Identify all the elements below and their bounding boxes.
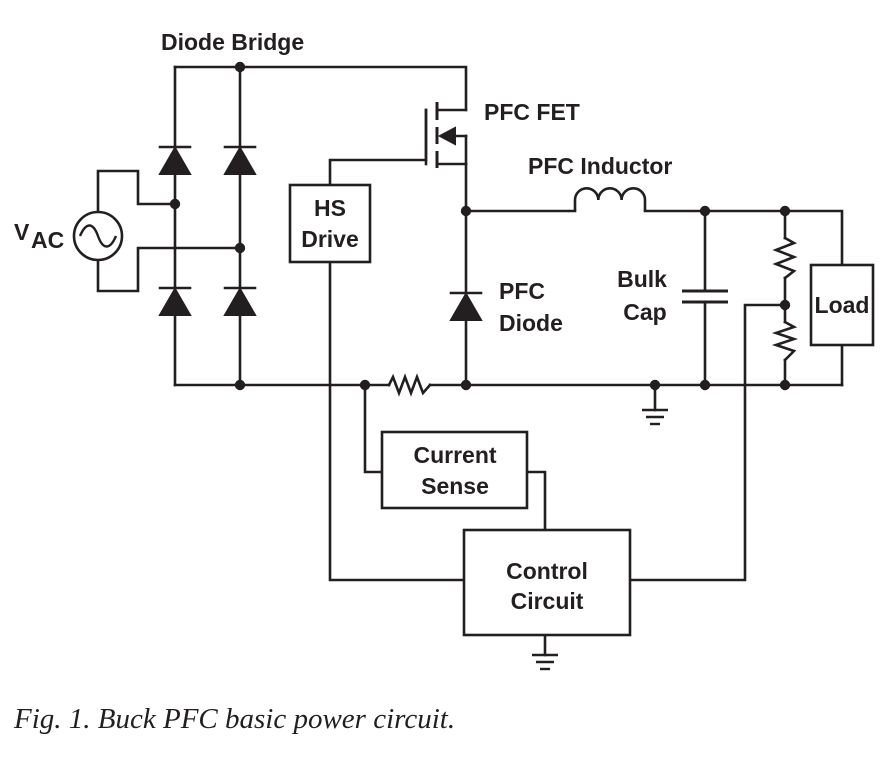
vac-label-subscript: AC: [31, 227, 64, 253]
load-box: [809, 263, 875, 347]
vac-label-main: V: [14, 219, 30, 245]
figure-caption: Fig. 1. Buck PFC basic power circuit.: [13, 703, 455, 735]
ground-symbol-control: [532, 653, 558, 671]
control-circuit-label-line2: Circuit: [511, 588, 584, 614]
control-circuit-label-line1: Control: [506, 558, 588, 584]
divider-resistor-top: [772, 236, 798, 280]
bridge-diode-top-right: [223, 145, 257, 175]
current-sense-label-line1: Current: [413, 442, 496, 468]
pfc-diode-label-line1: PFC: [499, 278, 545, 304]
load-label: Load: [815, 292, 870, 318]
divider-resistor-bottom: [771, 320, 799, 362]
hs-drive-label-line2: Drive: [301, 226, 359, 252]
bulk-cap-label-line2: Cap: [623, 299, 666, 325]
pfc-inductor: [573, 187, 647, 211]
current-sense-box: [380, 430, 529, 510]
pfc-fet: [424, 102, 468, 168]
pfc-inductor-label: PFC Inductor: [528, 153, 672, 179]
bridge-diode-bottom-left: [158, 286, 192, 316]
bulk-cap-label-line1: Bulk: [617, 266, 667, 292]
wiring: [96, 65, 844, 657]
bulk-capacitor: [682, 289, 728, 304]
pfc-fet-label: PFC FET: [484, 99, 580, 125]
bridge-diode-top-left: [158, 145, 192, 175]
pfc-diode: [449, 291, 483, 321]
junction-dots: [169, 61, 791, 391]
hs-drive-label-line1: HS: [314, 195, 346, 221]
sense-resistor: [387, 373, 432, 397]
current-sense-label-line2: Sense: [421, 473, 489, 499]
ac-source: [72, 210, 124, 262]
pfc-diode-label-line2: Diode: [499, 310, 563, 336]
bridge-diode-bottom-right: [223, 286, 257, 316]
ground-symbol-rail: [642, 408, 668, 426]
diode-bridge-label: Diode Bridge: [161, 29, 304, 55]
control-circuit-box: [462, 528, 632, 637]
hs-drive-box: [288, 183, 372, 264]
